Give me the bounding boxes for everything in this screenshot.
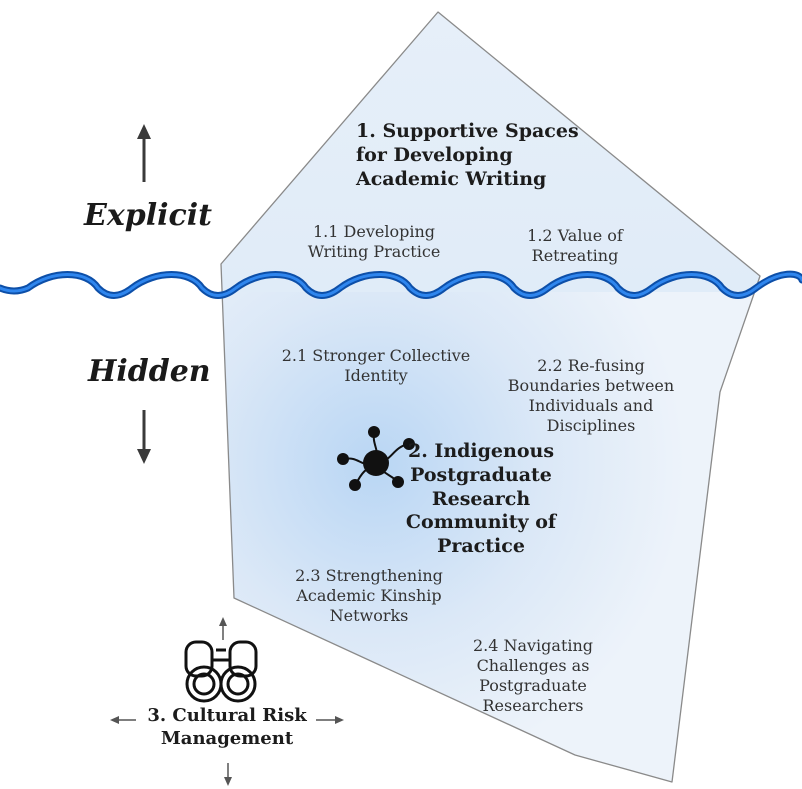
iceberg-upper — [221, 12, 760, 292]
theme-3-title: 3. Cultural Risk Management — [147, 705, 307, 749]
subtheme-1-2: 1.2 Value of Retreating — [527, 226, 623, 265]
subtheme-2-4: 2.4 Navigating Challenges as Postgraduat… — [472, 636, 594, 715]
binoculars-icon — [184, 640, 258, 703]
explicit-label: Explicit — [84, 198, 213, 233]
arrow-up-icon — [137, 124, 151, 182]
arrow-down-icon — [137, 410, 151, 464]
waterline-wave — [0, 270, 802, 299]
network-hub-icon — [337, 426, 415, 491]
theme-1-title: 1. Supportive Spaces for Developing Acad… — [356, 120, 579, 190]
binocular-arrows — [110, 617, 344, 786]
iceberg-lower — [222, 292, 755, 782]
hidden-label: Hidden — [88, 354, 211, 389]
subtheme-2-3: 2.3 Strengthening Academic Kinship Netwo… — [295, 566, 443, 625]
subtheme-2-1: 2.1 Stronger Collective Identity — [281, 346, 471, 385]
subtheme-1-1: 1.1 Developing Writing Practice — [307, 222, 441, 261]
subtheme-2-2: 2.2 Re-fusing Boundaries between Individ… — [507, 356, 675, 435]
theme-2-title: 2. Indigenous Postgraduate Research Comm… — [405, 440, 557, 557]
iceberg-outline — [220, 11, 761, 783]
